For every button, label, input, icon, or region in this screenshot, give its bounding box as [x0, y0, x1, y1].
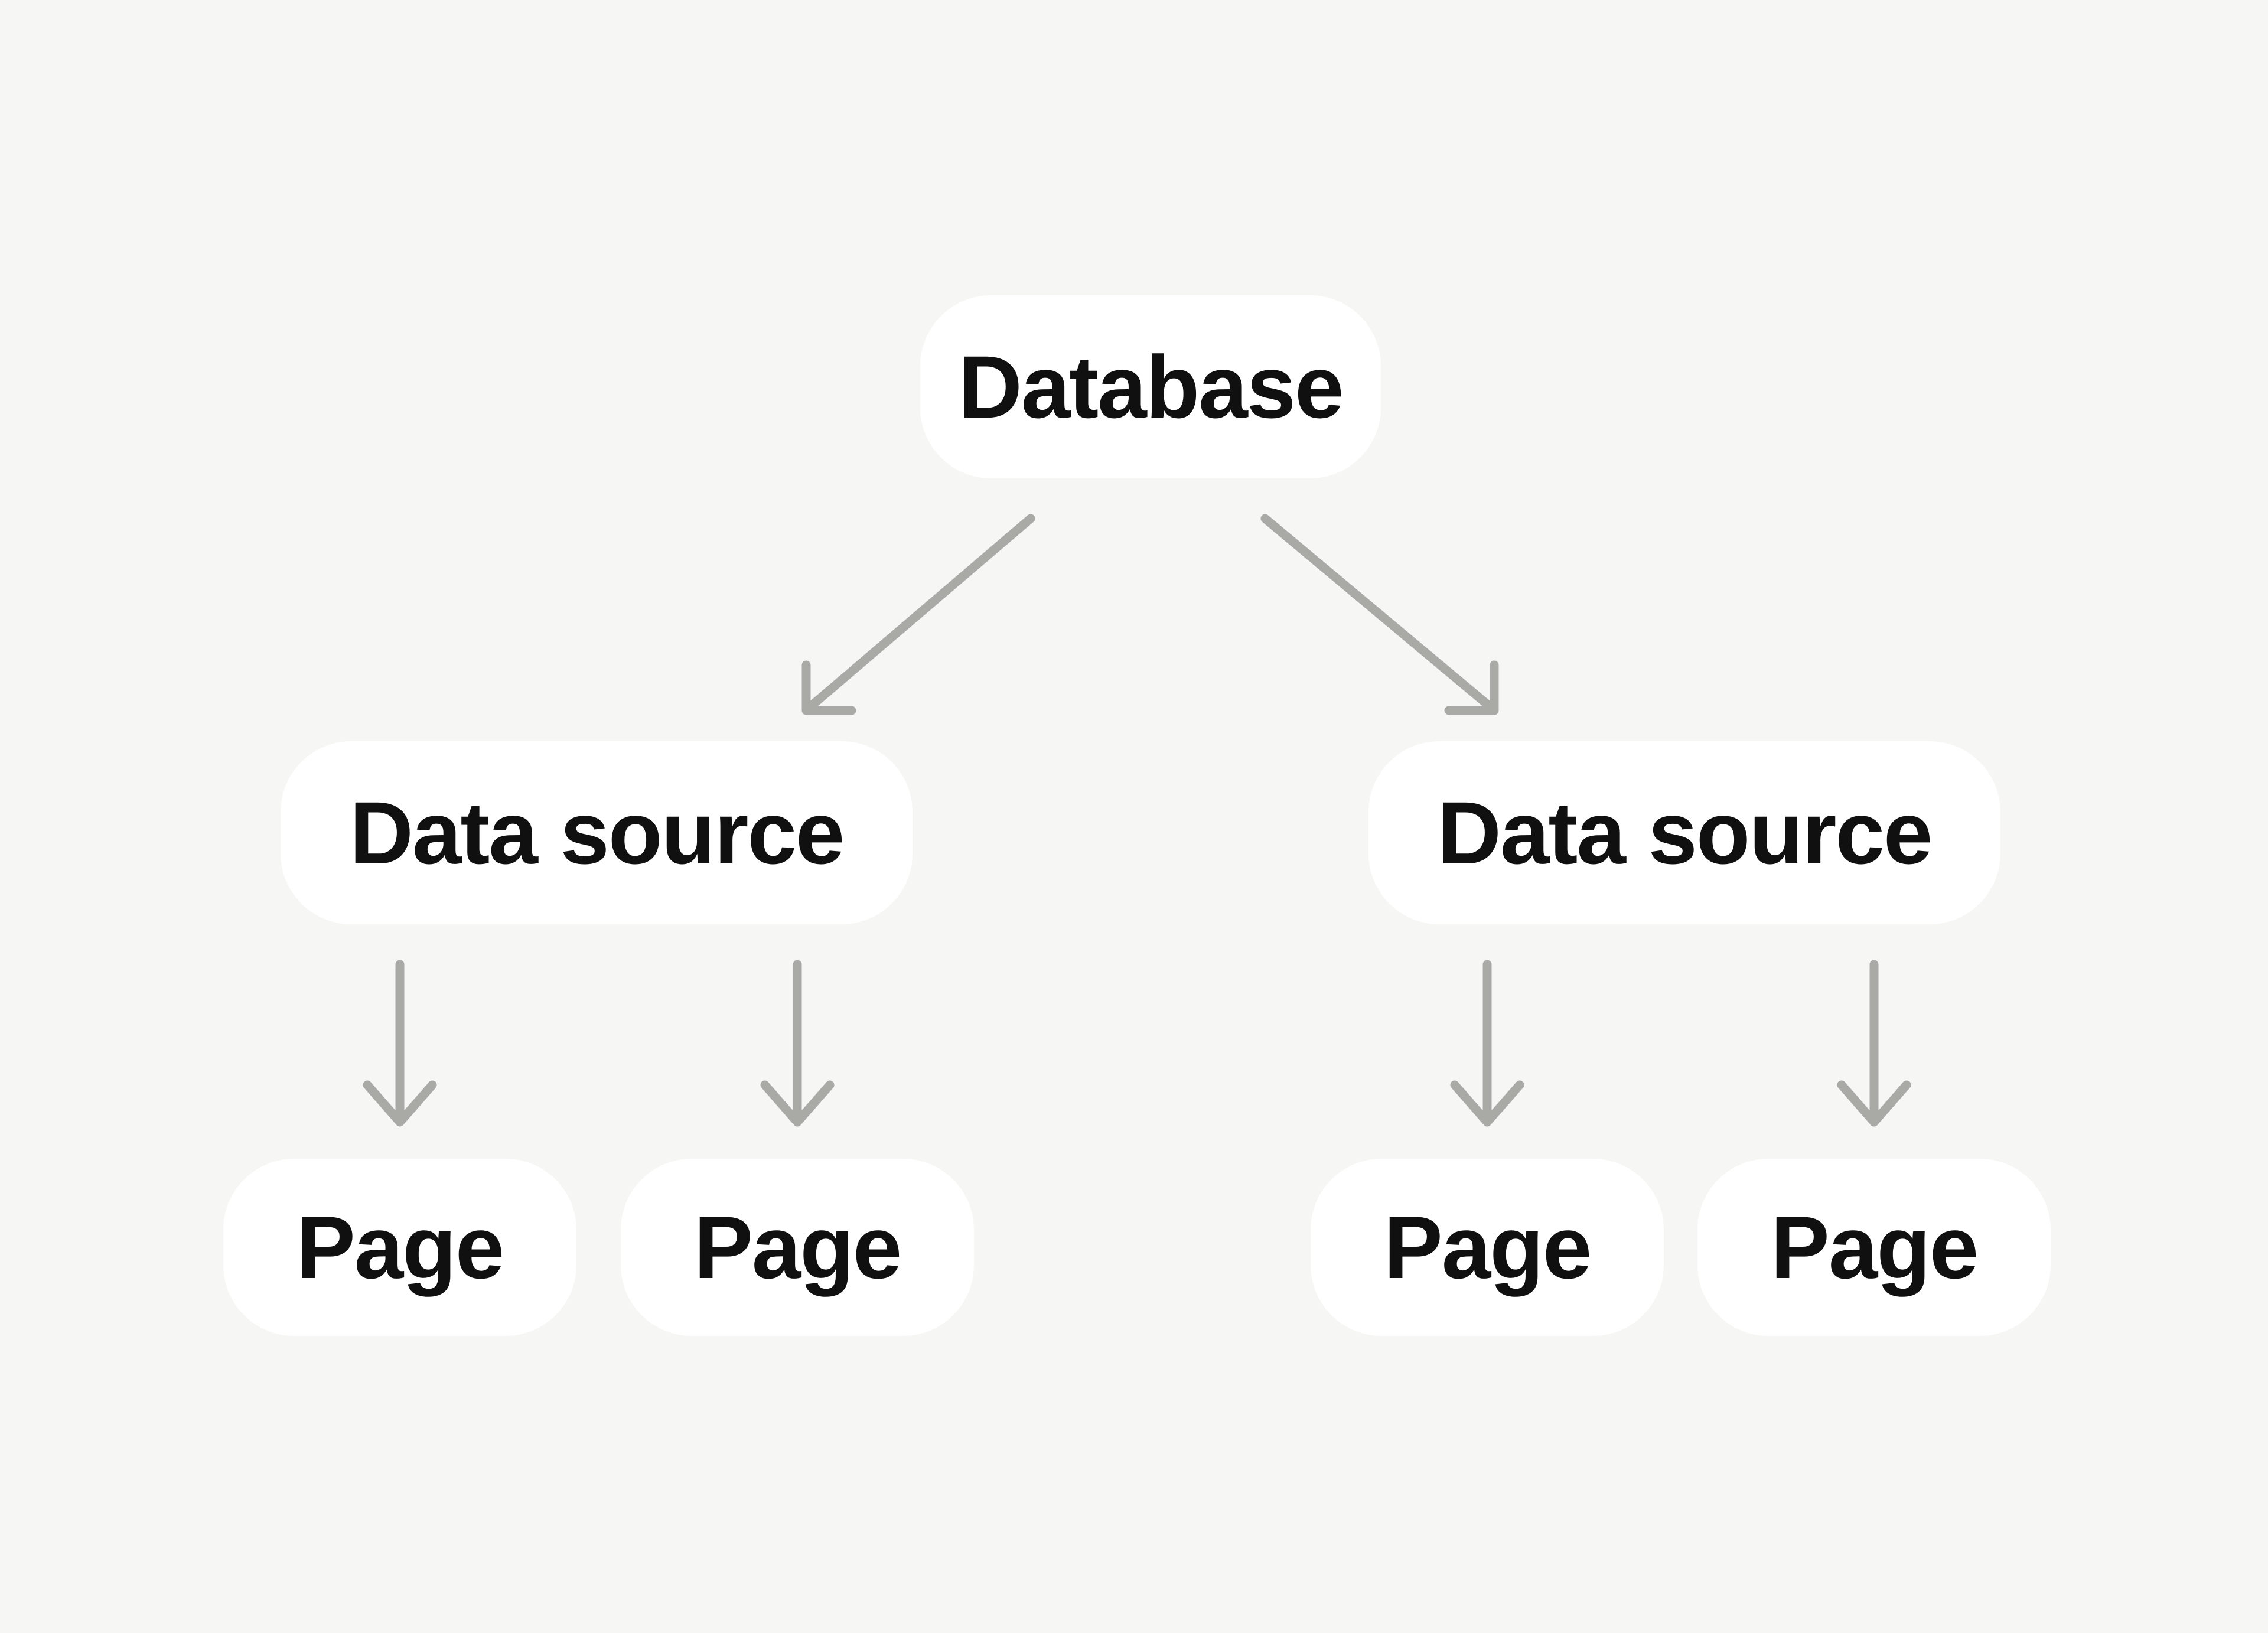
node-page-4-label: Page — [1770, 1197, 1979, 1297]
node-data-source-left-label: Data source — [349, 783, 845, 882]
node-page-2: Page — [621, 1159, 974, 1336]
node-page-3-label: Page — [1383, 1197, 1592, 1297]
arrow-database-to-data-source-left — [801, 514, 1035, 715]
node-database-label: Database — [958, 337, 1344, 436]
arrow-data-source-left-to-page-2 — [760, 960, 835, 1127]
node-database: Database — [920, 295, 1381, 478]
arrow-data-source-left-to-page-1 — [363, 960, 437, 1127]
arrow-data-source-right-to-page-4 — [1837, 960, 1911, 1127]
node-page-2-label: Page — [693, 1197, 902, 1297]
arrow-database-to-data-source-right — [1260, 514, 1499, 715]
node-data-source-right-label: Data source — [1437, 783, 1933, 882]
node-page-1-label: Page — [296, 1197, 505, 1297]
node-page-1: Page — [223, 1159, 576, 1336]
node-data-source-right: Data source — [1368, 741, 2000, 924]
arrow-data-source-right-to-page-3 — [1450, 960, 1524, 1127]
node-page-3: Page — [1311, 1159, 1664, 1336]
node-page-4: Page — [1697, 1159, 2051, 1336]
node-data-source-left: Data source — [281, 741, 913, 924]
